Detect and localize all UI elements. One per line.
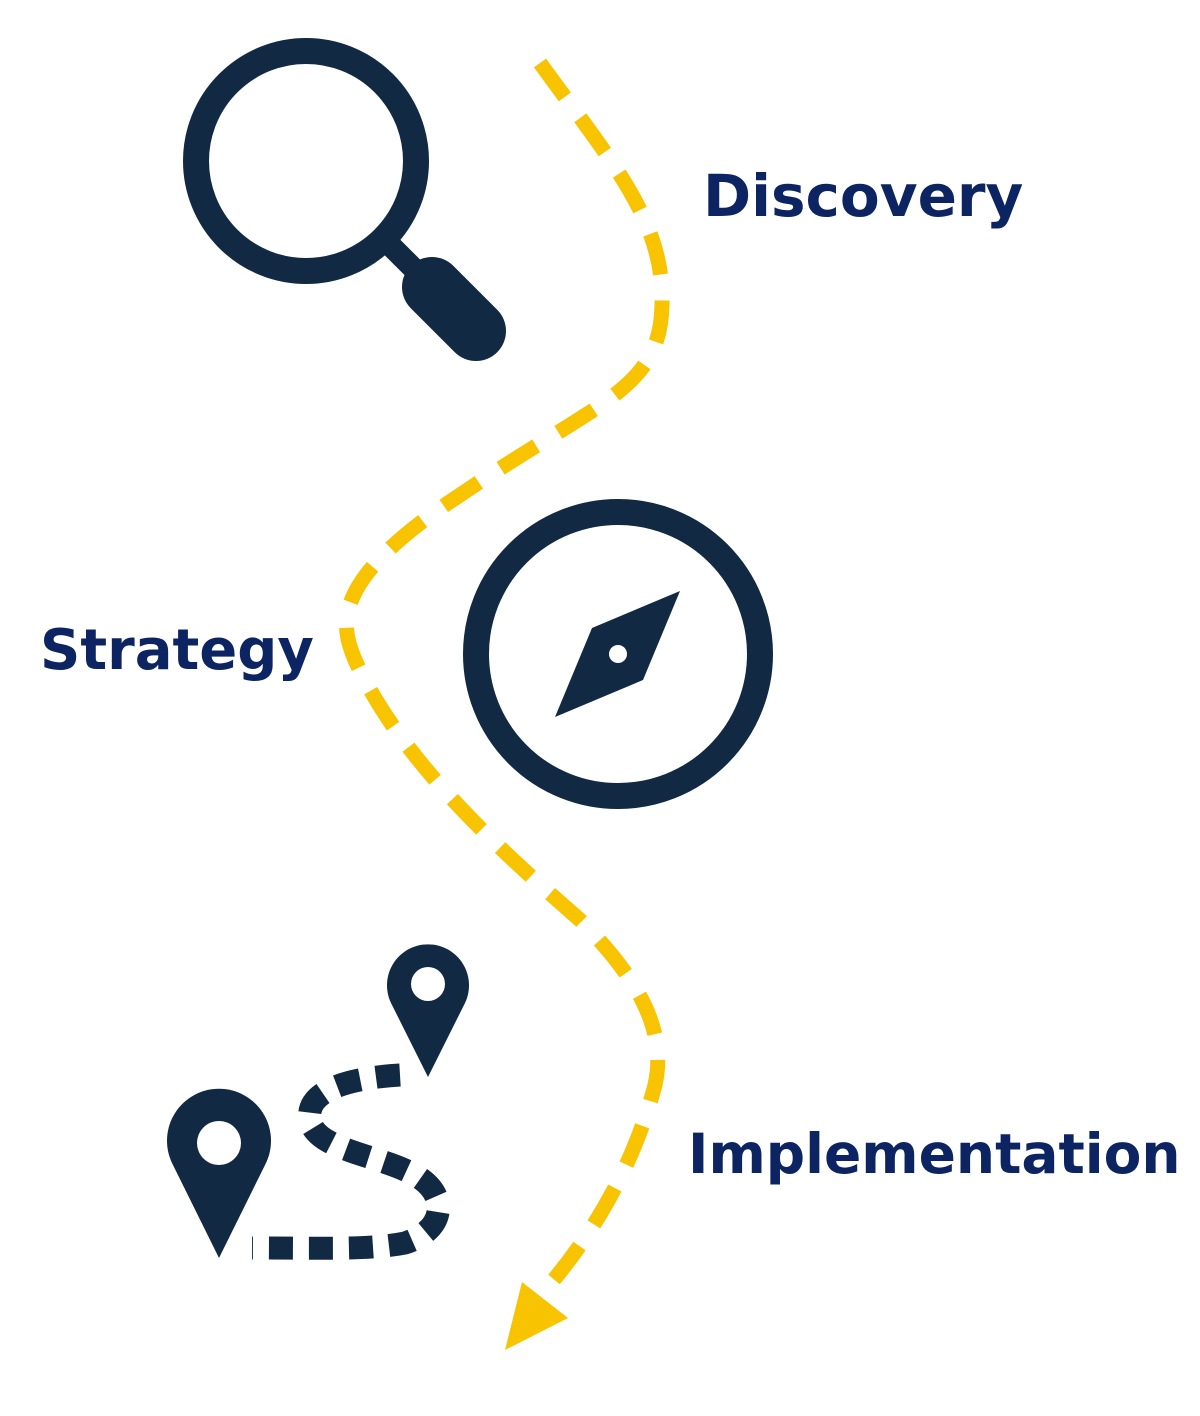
journey-path <box>339 58 670 1295</box>
large-location-pin-icon <box>166 1088 271 1258</box>
small-location-pin-icon <box>387 944 469 1077</box>
compass-icon <box>463 499 773 809</box>
path-arrowhead <box>505 1282 568 1350</box>
route-dashes <box>251 1063 450 1260</box>
step-label-strategy: Strategy <box>40 618 314 683</box>
step-label-discovery: Discovery <box>703 162 1023 230</box>
magnifier-icon <box>183 38 506 361</box>
step-label-implementation: Implementation <box>688 1122 1181 1186</box>
map-route-icon <box>166 944 469 1260</box>
